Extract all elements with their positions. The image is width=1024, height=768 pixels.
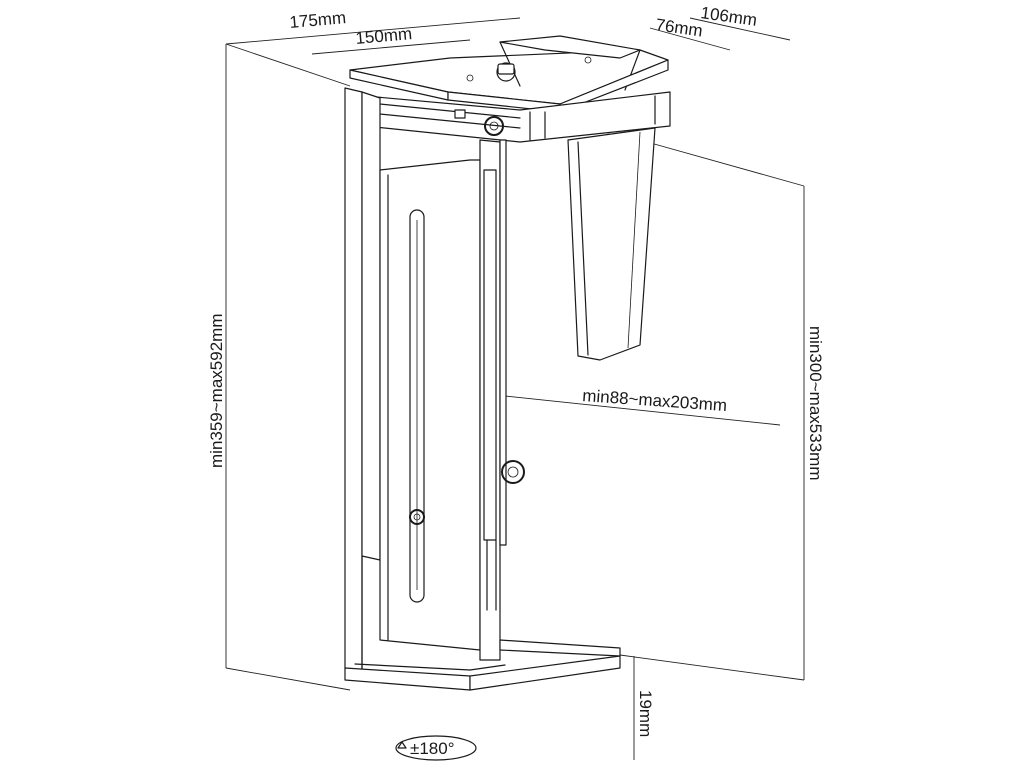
inner-height-label: min300~max533mm [806, 326, 825, 481]
base-tray [344, 639, 621, 691]
rotation-arrow-icon [397, 741, 407, 749]
base-height-label: 19mm [636, 690, 655, 737]
width-adjust-label: min88~max203mm [582, 386, 728, 415]
top-depth-inner-label: 76mm [654, 15, 703, 40]
total-height-label: min359~max592mm [207, 314, 226, 469]
desk-mount-plate [349, 35, 669, 134]
top-depth-outer-label: 106mm [699, 3, 758, 30]
dimension-lines [225, 17, 805, 760]
top-width-inner-label: 150mm [355, 24, 413, 48]
rear-side-panel [567, 127, 656, 361]
front-vertical-frame [344, 87, 481, 671]
rotation-indicator: ±180° [395, 735, 477, 761]
rotation-label: ±180° [410, 739, 455, 758]
top-width-outer-label: 175mm [289, 8, 347, 32]
center-column [479, 139, 525, 661]
